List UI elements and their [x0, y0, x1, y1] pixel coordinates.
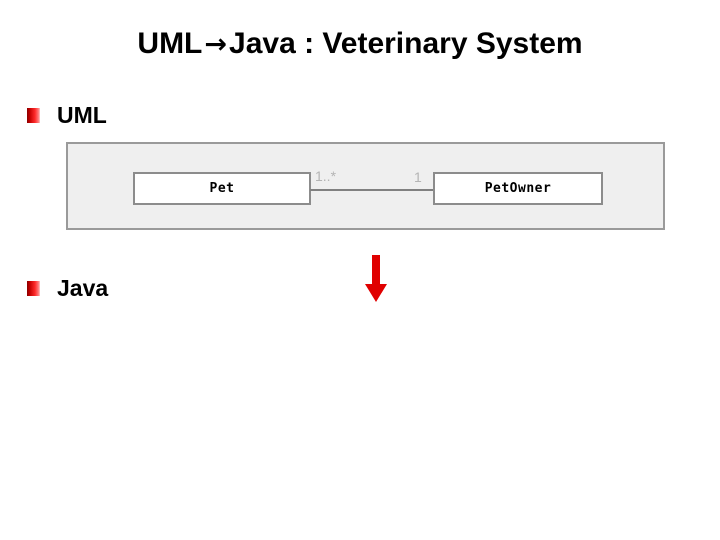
bullet-label-uml: UML	[57, 101, 107, 128]
bullet-item-java: Java	[27, 274, 108, 302]
bullet-label-java: Java	[57, 274, 109, 301]
uml-multiplicity-source: 1..*	[315, 168, 337, 184]
uml-class-petowner: PetOwner	[433, 172, 603, 205]
page-title-part1: UML	[137, 27, 203, 60]
bullet-item-uml: UML	[27, 101, 107, 129]
uml-multiplicity-target: 1	[414, 169, 422, 185]
uml-class-pet-name: Pet	[209, 181, 235, 196]
uml-diagram-panel: Pet 1..* 1 PetOwner	[66, 142, 665, 230]
uml-class-pet: Pet	[133, 172, 311, 205]
title-right-arrow-icon: →	[204, 29, 228, 60]
uml-class-petowner-name: PetOwner	[484, 181, 552, 196]
red-square-bullet-icon	[27, 107, 40, 123]
down-arrow-icon	[365, 255, 387, 302]
page-title-part2: Java : Veterinary System	[229, 27, 583, 60]
page-title: UML→Java : Veterinary System	[0, 27, 720, 61]
red-square-bullet-icon	[27, 280, 40, 296]
uml-association-line	[310, 189, 434, 191]
